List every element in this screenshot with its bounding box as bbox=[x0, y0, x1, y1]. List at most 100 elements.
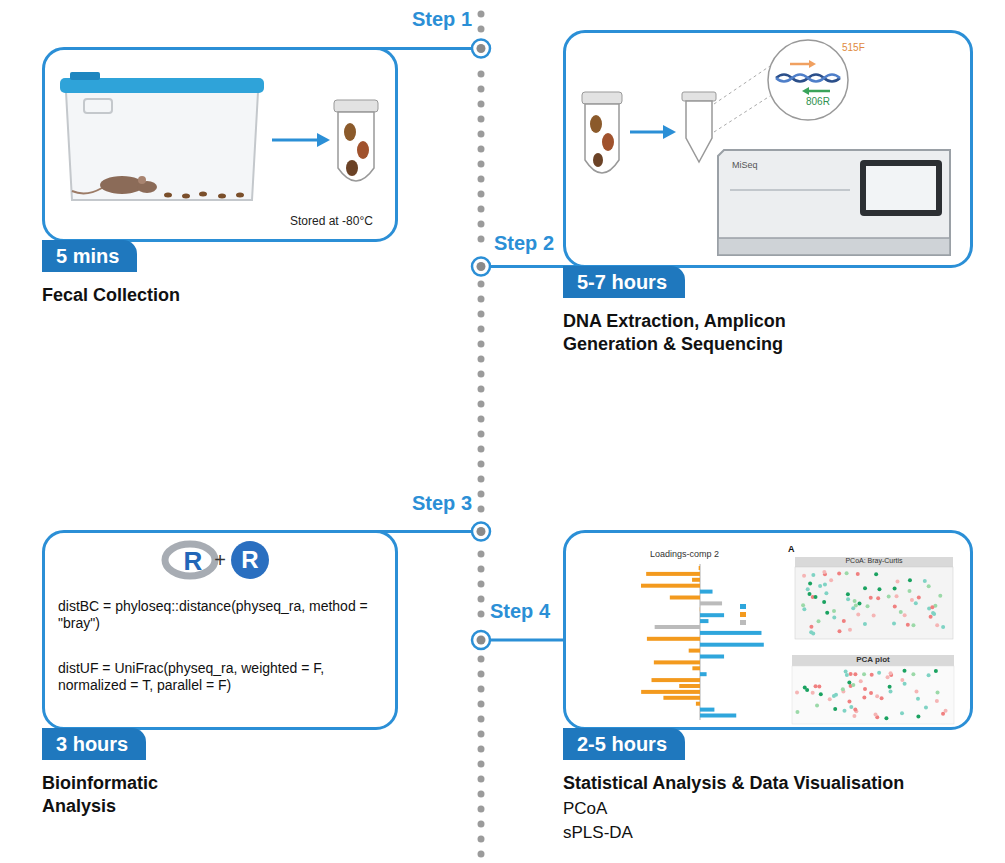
sample-point bbox=[874, 572, 878, 576]
sample-point bbox=[818, 584, 822, 588]
timeline-dot bbox=[478, 446, 485, 453]
timeline-dot bbox=[478, 131, 485, 138]
duration-label: 5 mins bbox=[42, 240, 137, 272]
step-label: Step 1 bbox=[412, 8, 472, 31]
sample-point bbox=[893, 604, 897, 608]
sample-point bbox=[834, 693, 838, 697]
sample-point bbox=[832, 615, 836, 619]
loading-bar bbox=[700, 672, 707, 676]
sample-point bbox=[927, 584, 931, 588]
sample-point bbox=[941, 625, 945, 629]
sample-point bbox=[822, 600, 826, 604]
panel-text: 515F bbox=[842, 42, 865, 54]
sample-point bbox=[806, 587, 810, 591]
sample-point bbox=[807, 592, 811, 596]
loading-bar bbox=[700, 631, 761, 635]
loading-bar bbox=[652, 678, 700, 682]
sample-point bbox=[863, 687, 867, 691]
sample-point bbox=[875, 694, 879, 698]
loading-bar bbox=[700, 655, 724, 659]
sample-point bbox=[837, 572, 841, 576]
timeline-dot bbox=[478, 836, 485, 843]
timeline-dot bbox=[478, 356, 485, 363]
sample-point bbox=[935, 623, 939, 627]
sample-point bbox=[902, 669, 906, 673]
loading-bar bbox=[700, 619, 708, 623]
sample-point bbox=[846, 597, 850, 601]
sample-point bbox=[825, 611, 829, 615]
sample-point bbox=[930, 605, 934, 609]
timeline bbox=[478, 11, 485, 858]
sample-point bbox=[859, 679, 863, 683]
sample-point bbox=[870, 673, 874, 677]
sample-tube bbox=[582, 92, 622, 173]
sample-point bbox=[887, 595, 891, 599]
sample-point bbox=[872, 614, 876, 618]
sample-point bbox=[853, 672, 857, 676]
sample-point bbox=[809, 630, 813, 634]
sequencer bbox=[718, 150, 950, 255]
flow-arrow bbox=[272, 133, 330, 147]
sample-point bbox=[932, 612, 936, 616]
timeline-dot bbox=[478, 701, 485, 708]
dna-tube bbox=[682, 66, 770, 162]
sample-point bbox=[876, 596, 880, 600]
sample-point bbox=[817, 619, 821, 623]
timeline-dot bbox=[478, 596, 485, 603]
step-panel: Stored at -80°C bbox=[42, 47, 398, 242]
timeline-dot bbox=[478, 386, 485, 393]
loading-bar bbox=[663, 696, 700, 700]
timeline-dot bbox=[478, 476, 485, 483]
duration-label: 2-5 hours bbox=[563, 728, 685, 760]
loading-bar bbox=[655, 625, 700, 629]
timeline-dot bbox=[478, 101, 485, 108]
timeline-dot bbox=[478, 416, 485, 423]
panel-text: 806R bbox=[806, 96, 830, 108]
sample-point bbox=[869, 596, 873, 600]
loading-bar bbox=[692, 578, 700, 582]
loading-bar bbox=[700, 613, 724, 617]
panel-text: A bbox=[788, 544, 795, 555]
loading-bar bbox=[654, 660, 700, 664]
sample-point bbox=[923, 579, 927, 583]
sample-point bbox=[916, 715, 920, 719]
sample-point bbox=[853, 708, 857, 712]
panel-text: distBC = phyloseq::distance(physeq_ra, m… bbox=[58, 598, 378, 632]
sample-point bbox=[801, 603, 805, 607]
loading-bar bbox=[700, 643, 764, 647]
timeline-dot bbox=[478, 326, 485, 333]
loading-bar bbox=[700, 590, 713, 594]
sample-point bbox=[856, 613, 860, 617]
loading-bar bbox=[641, 690, 700, 694]
r-logos bbox=[165, 541, 269, 579]
flow-arrow bbox=[630, 125, 676, 139]
step-panel: 515F806RMiSeq bbox=[563, 30, 973, 268]
timeline-dot bbox=[478, 311, 485, 318]
sample-point bbox=[815, 703, 819, 707]
timeline-dot bbox=[478, 506, 485, 513]
sample-point bbox=[849, 705, 853, 709]
loading-bar bbox=[699, 607, 700, 611]
sample-point bbox=[819, 692, 823, 696]
sample-point bbox=[914, 689, 918, 693]
sample-point bbox=[822, 570, 826, 574]
sample-point bbox=[924, 706, 928, 710]
sample-point bbox=[845, 673, 849, 677]
timeline-dot bbox=[478, 746, 485, 753]
step-panel: Loadings-comp 2APCoA: Bray-CurtisPCA plo… bbox=[563, 530, 973, 730]
timeline-dot bbox=[478, 716, 485, 723]
timeline-dot bbox=[478, 116, 485, 123]
sample-point bbox=[908, 589, 912, 593]
sample-point bbox=[900, 711, 904, 715]
sample-point bbox=[910, 598, 914, 602]
panel-text: R bbox=[241, 548, 258, 572]
panel-text: PCA plot bbox=[856, 655, 889, 665]
sample-point bbox=[903, 613, 907, 617]
duration-tab: 3 hoursBioinformatic Analysis bbox=[42, 728, 192, 817]
sample-point bbox=[941, 712, 945, 716]
sample-point bbox=[841, 687, 845, 691]
loading-bar bbox=[689, 649, 700, 653]
sample-point bbox=[854, 603, 858, 607]
sample-point bbox=[895, 594, 899, 598]
panel-text: Loadings-comp 2 bbox=[650, 549, 719, 560]
